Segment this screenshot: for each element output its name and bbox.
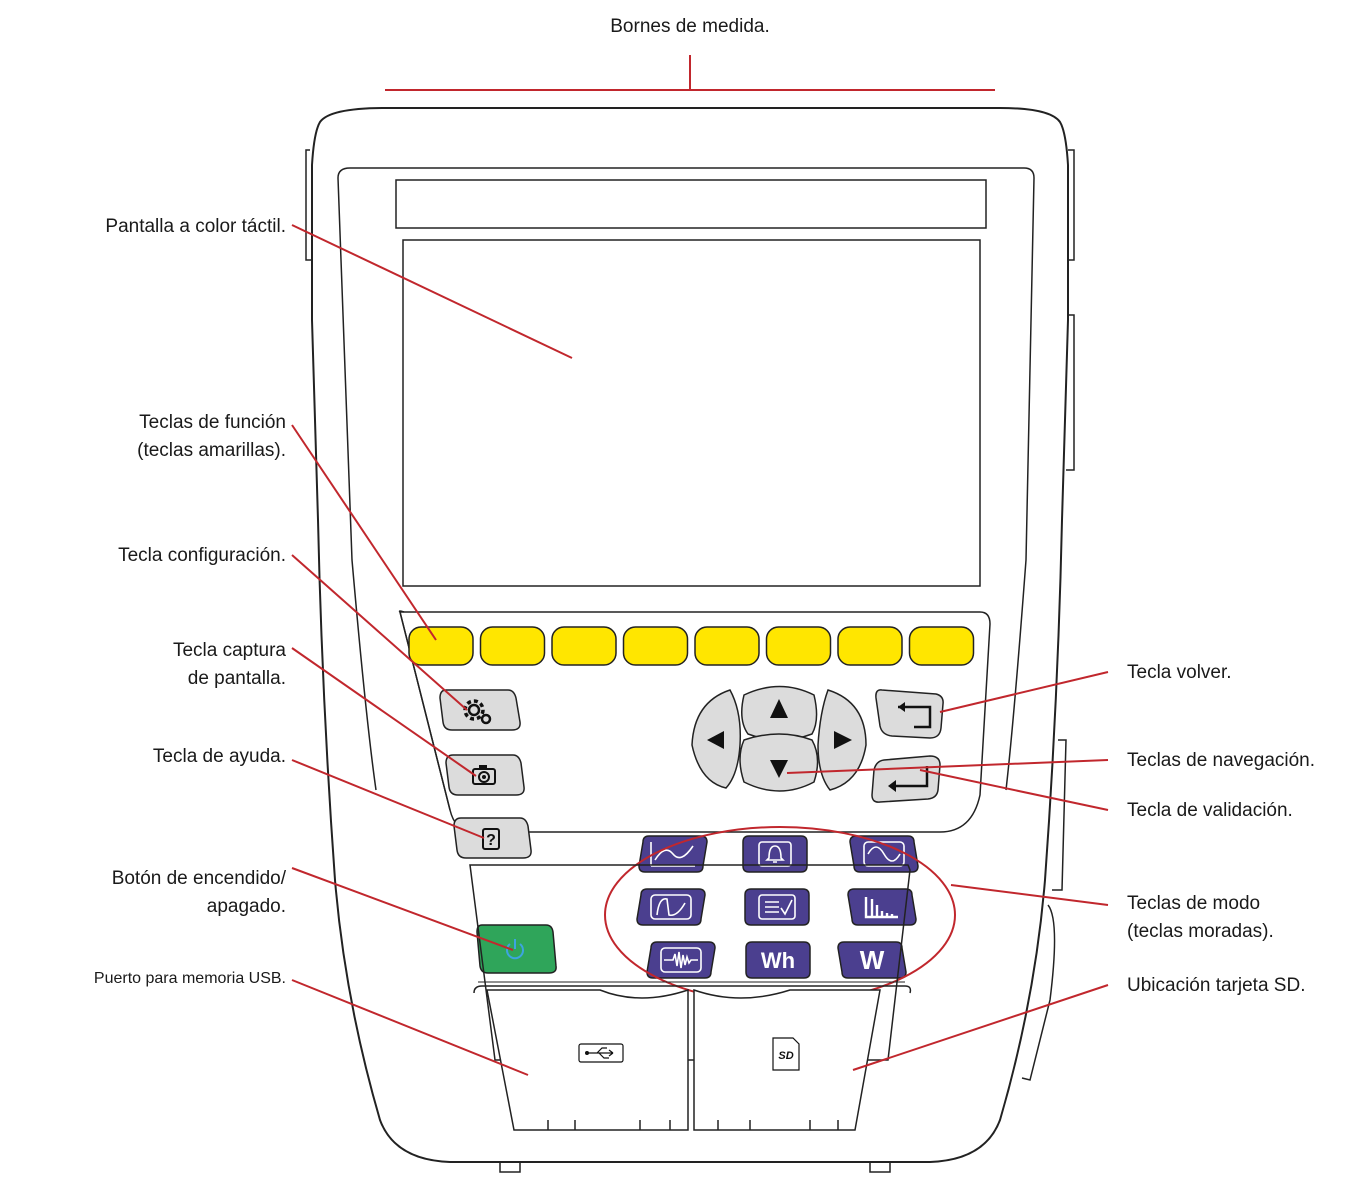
power-icon: W <box>860 945 885 975</box>
mode-key-transient[interactable] <box>646 941 716 979</box>
arrow-up-icon <box>770 699 788 718</box>
validate-key[interactable] <box>871 755 941 803</box>
energy-glyph: Wh <box>761 948 795 973</box>
status-bar-area <box>395 179 987 229</box>
mode-key-report[interactable] <box>744 888 810 926</box>
function-key-4[interactable] <box>622 626 689 666</box>
arrow-left-icon <box>707 731 724 749</box>
power-glyph: W <box>860 945 885 975</box>
mode-keys-label-2: (teclas moradas). <box>1127 921 1274 942</box>
mode-key-power[interactable]: W <box>837 941 907 979</box>
capture-key[interactable] <box>445 754 525 796</box>
callout-lines <box>291 224 1109 1076</box>
inrush-icon <box>650 894 692 920</box>
mode-key-alarm-bell[interactable] <box>742 835 808 873</box>
mode-key-waveform[interactable] <box>849 835 919 873</box>
report-icon <box>758 894 796 920</box>
config-key-label: Tecla configuración. <box>118 545 286 566</box>
function-key-3[interactable] <box>551 626 617 666</box>
power-button[interactable] <box>476 924 557 974</box>
nav-left-key[interactable] <box>691 689 742 789</box>
question-icon: ? <box>482 828 500 850</box>
nav-up-key[interactable] <box>741 685 818 741</box>
usb-port-label: Puerto para memoria USB. <box>93 970 286 987</box>
nav-right-key[interactable] <box>817 689 867 791</box>
screen-label: Pantalla a color táctil. <box>105 216 286 237</box>
power-button-label-2: apagado. <box>206 896 286 917</box>
mode-key-energy[interactable]: Wh <box>745 941 811 979</box>
validate-key-label: Tecla de validación. <box>1127 800 1293 821</box>
mode-key-inrush[interactable] <box>636 888 706 926</box>
function-key-2[interactable] <box>479 626 546 666</box>
capture-key-label-1: Tecla captura <box>172 640 286 661</box>
trend-icon <box>650 842 695 867</box>
terminals-label: Bornes de medida. <box>610 16 770 37</box>
function-keys-label-2: (teclas amarillas). <box>137 440 286 461</box>
sd-card-icon: SD <box>772 1037 800 1071</box>
alarm-bell-icon <box>758 841 792 867</box>
function-key-6[interactable] <box>765 626 832 666</box>
touch-screen[interactable] <box>402 239 981 587</box>
navigation-keys <box>691 685 867 792</box>
usb-icon <box>578 1043 624 1063</box>
help-key[interactable]: ? <box>453 817 532 859</box>
sd-slot-label: Ubicación tarjeta SD. <box>1127 975 1306 996</box>
svg-text:SD: SD <box>778 1050 793 1062</box>
config-key[interactable] <box>439 689 521 731</box>
usb-port-cover[interactable] <box>486 988 689 1131</box>
enter-icon <box>888 766 929 792</box>
power-button-label-1: Botón de encendido/ <box>111 868 286 889</box>
energy-icon: Wh <box>761 948 795 973</box>
transient-icon <box>660 947 702 973</box>
nav-keys-label: Teclas de navegación. <box>1127 750 1316 771</box>
function-key-5[interactable] <box>694 626 760 666</box>
function-key-8[interactable] <box>908 626 975 666</box>
capture-key-label-2: de pantalla. <box>187 668 286 689</box>
function-keys-label-1: Teclas de función <box>139 412 286 433</box>
return-icon <box>898 702 932 729</box>
function-keys <box>408 626 975 666</box>
sd-slot-cover[interactable]: SD <box>693 988 881 1131</box>
gear-icon <box>463 699 492 725</box>
function-key-1[interactable] <box>408 626 474 666</box>
harmonics-icon <box>864 897 898 919</box>
back-key-label: Tecla volver. <box>1127 662 1232 683</box>
mode-key-harmonics[interactable] <box>847 888 917 926</box>
help-key-label: Tecla de ayuda. <box>152 746 286 767</box>
bottom-port-area <box>469 864 912 1061</box>
arrow-right-icon <box>834 731 852 749</box>
mode-keys: Wh W <box>636 835 919 979</box>
nav-down-key[interactable] <box>739 733 819 792</box>
mode-keys-label-1: Teclas de modo <box>1127 893 1261 914</box>
svg-text:?: ? <box>486 832 496 849</box>
camera-icon <box>472 765 496 785</box>
mode-key-trend[interactable] <box>638 835 708 873</box>
function-key-7[interactable] <box>837 626 903 666</box>
arrow-down-icon <box>770 760 788 778</box>
back-key[interactable] <box>875 689 944 739</box>
